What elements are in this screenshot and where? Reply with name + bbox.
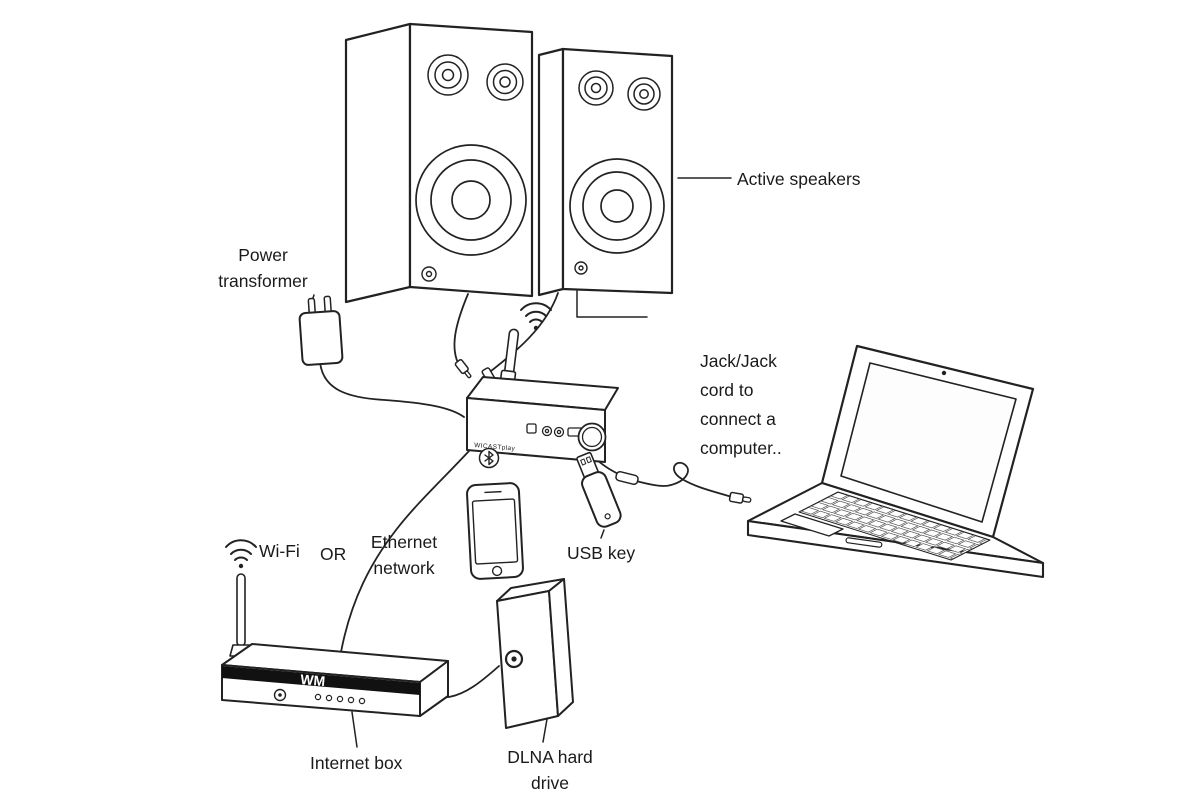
speaker-right (537, 47, 674, 297)
router-side-face (419, 660, 449, 717)
laptop-front-notch (845, 537, 883, 548)
sd-slot-icon (526, 423, 537, 434)
phone-screen (471, 498, 519, 565)
label-active-speakers: Active speakers (737, 169, 861, 189)
wifi-audio-receiver: WICASTplay (466, 302, 619, 463)
label-ethernet-network: Ethernet network (370, 532, 438, 578)
label-or: OR (320, 544, 347, 564)
label-jack-cord: Jack/Jack cord to connect a computer.. (700, 351, 782, 458)
jack-jack-cord (595, 458, 752, 504)
rca-plug-left (454, 359, 472, 379)
phone-earpiece (484, 490, 502, 494)
leader-usb-key (600, 529, 605, 539)
wifi-waves-icon (520, 302, 552, 331)
leader-internet-box (351, 711, 358, 748)
usb-key (576, 451, 622, 528)
label-internet-box: Internet box (310, 753, 403, 773)
tweeter-icon (427, 54, 524, 101)
speaker-cable-right (490, 292, 559, 372)
speaker-cable-left (453, 293, 469, 366)
router-brand-band (222, 666, 420, 695)
woofer-icon (415, 144, 527, 256)
laptop-keyboard (798, 491, 991, 561)
router-knob (273, 688, 287, 702)
tweeter-icon (578, 70, 661, 111)
callout-lines (308, 177, 732, 748)
usb-body (581, 471, 622, 528)
drive-button (504, 649, 524, 669)
speaker-left (344, 22, 534, 304)
router-antenna (229, 573, 253, 657)
aux-jack-icon (553, 426, 565, 438)
laptop (746, 344, 1045, 579)
jack-connector-mid (615, 470, 639, 486)
receiver-front-controls (526, 422, 607, 452)
webcam-icon (941, 370, 947, 376)
power-transformer (298, 295, 344, 366)
internet-box: WM (221, 539, 449, 717)
label-power-transformer: Power transformer (218, 245, 308, 291)
power-cable (319, 361, 465, 418)
label-dlna-drive: DLNA hard drive (507, 747, 593, 793)
receiver-brand-text: WICASTplay (474, 442, 516, 453)
leader-dlna-drive (542, 718, 548, 743)
bluetooth-icon (478, 447, 500, 469)
laptop-trackpad (780, 513, 844, 537)
speaker-link-cable (576, 290, 648, 318)
drive-side-face (548, 578, 574, 717)
aux-jack-icon (541, 425, 553, 437)
laptop-display (840, 362, 1017, 523)
antenna (499, 328, 520, 383)
router-brand-text: WM (300, 671, 326, 689)
bass-port-icon (421, 266, 437, 282)
bass-port-icon (574, 261, 588, 275)
label-wifi: Wi-Fi (259, 541, 300, 561)
jack-connector-end (728, 491, 752, 504)
label-usb-key: USB key (567, 543, 636, 563)
router-leds (314, 693, 366, 705)
router-wifi-waves-icon (225, 539, 257, 569)
woofer-icon (569, 158, 665, 254)
smartphone (466, 482, 524, 580)
phone-home-button (491, 565, 503, 577)
network-cable (340, 450, 470, 653)
active-speakers-pair (344, 22, 674, 304)
dlna-hard-drive (496, 578, 574, 729)
